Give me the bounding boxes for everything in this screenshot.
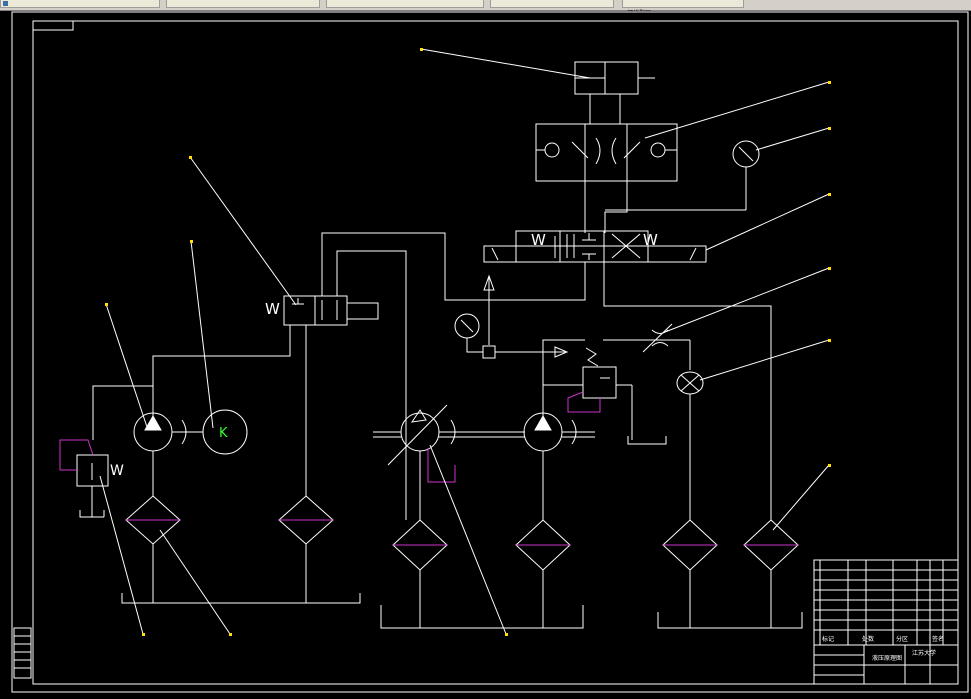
title-block-label-mark: 标记 (822, 635, 834, 643)
pump-motor-middle (373, 404, 525, 520)
window-tab-bar: 细线型层 (0, 0, 971, 17)
filter-2 (278, 325, 334, 603)
pressure-gauge-upper (605, 140, 760, 211)
relief-pilot-line-middle (567, 391, 601, 413)
frame-corner-tab (33, 21, 74, 31)
tab-file-icons[interactable] (0, 0, 160, 8)
school-name: 江苏大学 (912, 649, 936, 657)
title-block-label-sign: 签名 (932, 635, 944, 643)
title-block-label-count: 处数 (862, 635, 874, 643)
filter-4 (515, 519, 571, 628)
motor-label: K (219, 426, 228, 441)
file-icon (3, 1, 8, 6)
hydraulic-schematic-drawing[interactable]: W W (0, 10, 971, 699)
dual-check-throttle-valve (535, 123, 678, 182)
relief-pilot-line-left (59, 439, 94, 471)
pressure-gauge-middle (454, 313, 569, 359)
tab-layer-2[interactable] (326, 0, 484, 8)
solenoid-w-relief: W (110, 463, 124, 479)
tank-middle (380, 605, 584, 629)
filter-3 (392, 519, 448, 628)
filter-6 (743, 519, 799, 628)
pump-left (92, 385, 187, 496)
solenoid-w-left: W (531, 231, 546, 249)
tank-left (121, 593, 361, 604)
relief-valve-middle (542, 339, 691, 445)
outer-frame (11, 11, 969, 693)
hydraulic-cylinder (574, 61, 655, 95)
drawing-title: 液压原理图 (872, 654, 902, 662)
leader-dots (105, 48, 831, 636)
solenoid-w-2pos: W (265, 300, 280, 318)
tab-thin-line-layer[interactable]: 细线型层 (622, 0, 744, 17)
revision-block (13, 627, 32, 679)
pump-right (523, 352, 595, 520)
electric-motor (172, 409, 248, 455)
tank-right (657, 612, 803, 629)
relief-valve-left (76, 454, 109, 518)
solenoid-w-right: W (643, 231, 658, 249)
title-block: 标记 处数 分区 签名 液压原理图 江苏大学 (813, 559, 959, 685)
throttle-valve-right (642, 323, 673, 353)
filter-5 (662, 519, 718, 628)
tab-layer-1[interactable] (166, 0, 320, 8)
leader-lines (99, 48, 830, 635)
three-position-directional-valve (483, 230, 707, 263)
tab-layer-3[interactable] (490, 0, 614, 8)
twin-check-valve (676, 371, 704, 520)
inner-frame (32, 20, 959, 685)
filter-1 (125, 495, 181, 603)
middle-pump-linkage (427, 448, 456, 483)
two-position-solenoid-valve (283, 295, 379, 326)
title-block-label-zone: 分区 (896, 635, 908, 643)
